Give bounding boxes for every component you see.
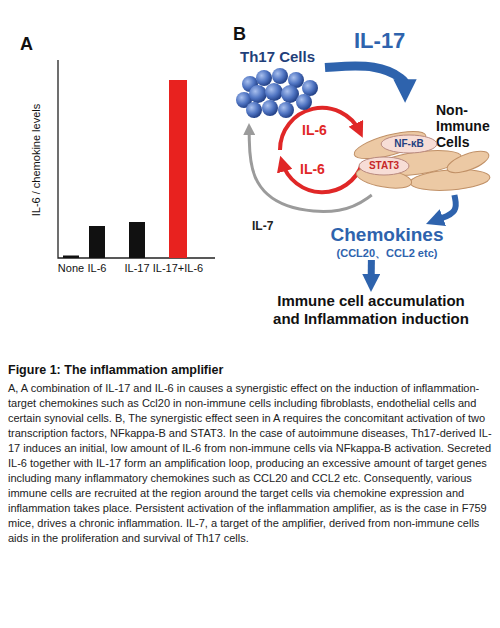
node-text: Th17 Cells — [230, 48, 325, 66]
transcription-factor-oval: NF-κB — [380, 134, 438, 154]
edge-label: IL-7 — [250, 219, 275, 233]
panel-letter: A — [20, 34, 33, 55]
th17-cell — [278, 102, 294, 118]
category-label: IL-17 — [124, 262, 149, 274]
outcome-box: Immune cell accumulation and Inflammatio… — [266, 292, 476, 328]
axis-title: IL-6 / chemokine levels — [30, 104, 42, 217]
edge-label: IL-17 — [352, 28, 407, 54]
th17-cell — [272, 68, 288, 84]
th17-cell — [296, 94, 312, 110]
il17-arrow — [325, 66, 405, 84]
signal-label: IL-6 — [300, 161, 325, 177]
th17-cell-cluster: Th17 Cells — [230, 48, 325, 123]
node-text: NF-κB — [380, 134, 438, 154]
chart-bar — [169, 80, 187, 258]
transcription-factor-oval: STAT3 — [358, 156, 410, 176]
chemokine-box: Chemokines(CCL20、CCL2 etc) — [322, 224, 452, 260]
category-label: IL-6 — [88, 262, 107, 274]
chart-axes — [58, 60, 215, 258]
signal-label: IL-6 — [302, 122, 327, 138]
figure-title: Figure 1: The inflammation amplifier — [8, 362, 492, 378]
non-immune-cells: Non-Immune CellsNF-κBSTAT3 — [350, 100, 495, 195]
chart-bar — [63, 256, 79, 259]
node-text: Immune cell accumulation and Inflammatio… — [266, 292, 476, 328]
recruitment-arrow — [368, 260, 375, 277]
chart-bar — [89, 226, 105, 258]
panel-letter: B — [233, 24, 246, 45]
th17-cell — [302, 80, 318, 96]
th17-cell — [249, 85, 267, 103]
th17-cell — [262, 100, 278, 116]
fibroblast-cell — [445, 147, 492, 177]
th17-cell — [256, 70, 272, 86]
amplifier-loop — [282, 162, 362, 192]
node-text: (CCL20、CCL2 etc) — [322, 246, 452, 260]
th17-cell — [246, 102, 262, 118]
il7-arrow — [249, 133, 372, 212]
node-text: Non-Immune Cells — [436, 102, 494, 150]
category-label: IL-17+IL-6 — [153, 262, 203, 274]
figure-caption: A, A combination of IL-17 and IL-6 in ca… — [8, 381, 492, 546]
node-text: STAT3 — [358, 156, 410, 176]
category-label: None — [58, 262, 84, 274]
chart-bar — [129, 222, 145, 258]
th17-cell — [265, 83, 283, 101]
secretion-arrow — [439, 195, 455, 219]
node-text: Chemokines — [322, 224, 452, 246]
